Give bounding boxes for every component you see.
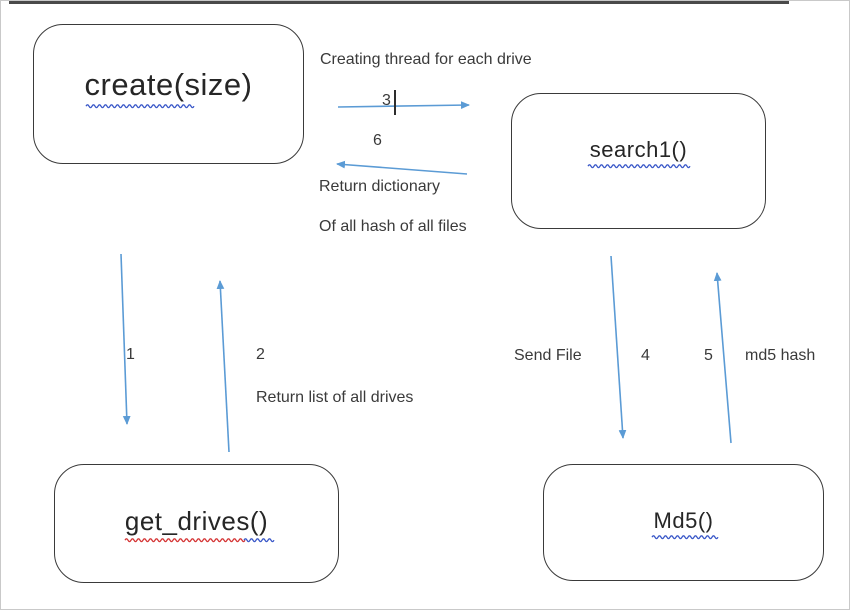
caption-return-dictionary-line1: Return dictionary [319,178,440,195]
spellcheck-squiggle-blue [85,104,195,109]
node-create-label: create(size) [84,67,253,109]
node-md5: Md5() [543,464,824,581]
node-get-drives: get_drives() [54,464,339,583]
spellcheck-squiggle-blue [587,164,691,169]
arrow-step1-down [120,253,131,425]
node-get-drives-text: get_drives() [124,506,269,536]
spellcheck-squiggle-blue [243,538,275,543]
node-search1: search1() [511,93,766,229]
step-number-6: 6 [373,132,382,149]
arrow-step3-right [337,101,470,110]
top-border-line [9,1,789,4]
node-search1-label: search1() [587,137,691,169]
caption-creating-thread: Creating thread for each drive [320,51,532,68]
caption-md5-hash: md5 hash [745,347,816,364]
node-md5-label: Md5() [651,507,719,539]
step-number-2: 2 [256,346,265,363]
node-search1-text: search1() [589,137,688,162]
caption-return-list: Return list of all drives [256,389,414,406]
spellcheck-squiggle-red [124,538,246,543]
node-get-drives-label: get_drives() [124,506,275,543]
node-create: create(size) [33,24,304,164]
caption-return-dictionary-line2: Of all hash of all files [319,218,467,235]
arrow-step4-down [610,255,627,439]
text-cursor [394,90,396,115]
arrow-step6-left [336,160,468,175]
arrow-step5-up [713,272,732,444]
step-number-5: 5 [704,347,713,364]
step-number-1: 1 [126,346,135,363]
caption-send-file: Send File [514,347,582,364]
node-md5-text: Md5() [653,507,714,533]
step-number-4: 4 [641,347,650,364]
arrow-step2-up [216,280,230,453]
node-create-text: create(size) [84,67,253,102]
spellcheck-squiggle-blue [651,534,719,539]
step-number-3: 3 [382,92,391,109]
